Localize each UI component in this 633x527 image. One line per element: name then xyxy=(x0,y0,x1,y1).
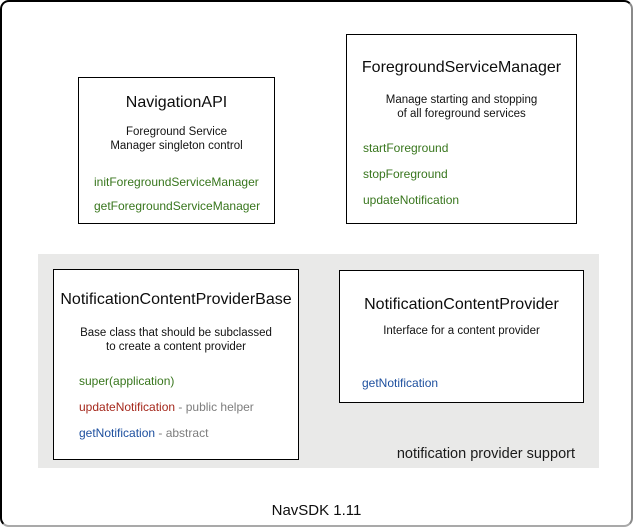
method-label: updateNotification xyxy=(363,193,460,207)
class-description: Manage starting and stopping of all fore… xyxy=(347,93,576,121)
method-init-foreground-service-manager: initForegroundServiceManager xyxy=(94,174,274,190)
group-label: notification provider support xyxy=(396,446,575,462)
method-get-foreground-service-manager: getForegroundServiceManager xyxy=(94,198,274,214)
class-title-notification-content-provider-base: NotificationContentProviderBase xyxy=(60,291,292,308)
method-label: getForegroundServiceManager xyxy=(94,199,261,213)
class-box-foreground-service-manager: ForegroundServiceManager Manage starting… xyxy=(346,34,577,224)
method-label: getNotification xyxy=(79,426,156,440)
description-line: Foreground Service xyxy=(126,126,227,138)
description-line: of all foreground services xyxy=(397,108,526,120)
class-title-notification-content-provider: NotificationContentProvider xyxy=(364,296,559,313)
class-description: Base class that should be subclassed to … xyxy=(54,326,298,354)
method-annotation: - abstract xyxy=(155,426,209,440)
description-line: Manager singleton control xyxy=(110,140,243,152)
class-description: Foreground Service Manager singleton con… xyxy=(79,125,274,153)
description-line: to create a content provider xyxy=(106,341,246,353)
method-label: super(application) xyxy=(79,374,175,388)
method-update-notification: updateNotification - public helper xyxy=(79,399,298,415)
method-get-notification: getNotification xyxy=(362,375,583,391)
method-list: initForegroundServiceManager getForegrou… xyxy=(79,174,274,214)
method-stop-foreground: stopForeground xyxy=(363,166,576,182)
class-title-navigation-api: NavigationAPI xyxy=(125,94,228,111)
class-title-foreground-service-manager: ForegroundServiceManager xyxy=(361,59,562,76)
method-super-application: super(application) xyxy=(79,373,298,389)
method-label: stopForeground xyxy=(363,167,448,181)
class-description: Interface for a content provider xyxy=(340,324,583,338)
class-box-navigation-api: NavigationAPI Foreground Service Manager… xyxy=(78,77,275,224)
method-label: initForegroundServiceManager xyxy=(94,175,259,189)
class-box-notification-content-provider: NotificationContentProvider Interface fo… xyxy=(339,270,584,403)
description-line: Base class that should be subclassed xyxy=(80,327,272,339)
method-label: startForeground xyxy=(363,141,449,155)
description-line: Interface for a content provider xyxy=(383,325,540,337)
method-list: startForeground stopForeground updateNot… xyxy=(347,140,576,208)
description-line: Manage starting and stopping xyxy=(385,94,538,106)
method-start-foreground: startForeground xyxy=(363,140,576,156)
method-label: updateNotification xyxy=(79,400,176,414)
class-box-notification-content-provider-base: NotificationContentProviderBase Base cla… xyxy=(53,269,299,460)
method-label: getNotification xyxy=(362,376,439,390)
method-get-notification: getNotification - abstract xyxy=(79,425,298,441)
method-update-notification: updateNotification xyxy=(363,192,576,208)
method-annotation: - public helper xyxy=(175,400,254,414)
method-list: getNotification xyxy=(340,375,583,391)
sdk-version-label: NavSDK 1.11 xyxy=(271,502,362,519)
method-list: super(application) updateNotification - … xyxy=(54,373,298,441)
